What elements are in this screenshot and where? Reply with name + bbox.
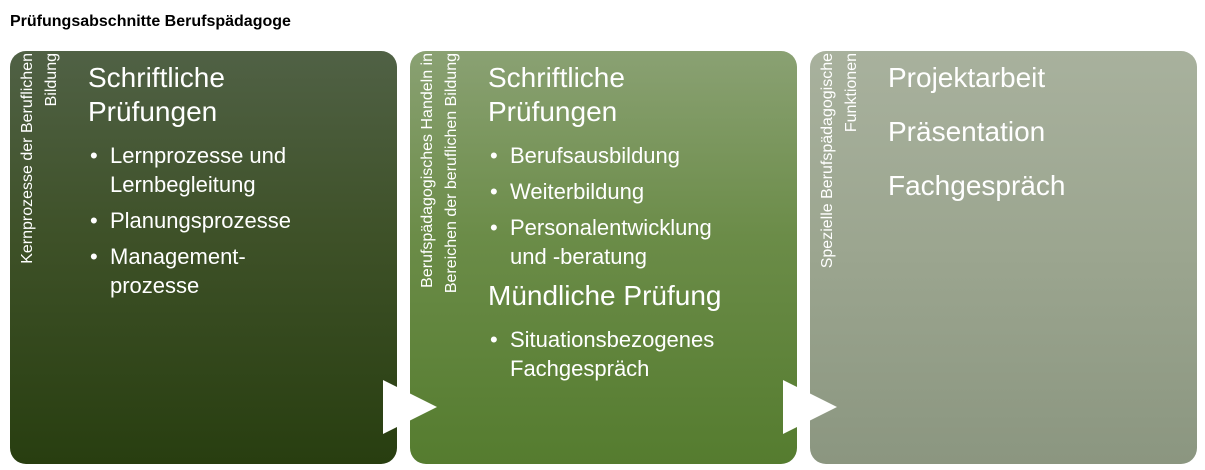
bullet-list: • Situationsbezogenes Fachgespräch: [488, 325, 787, 383]
side-label-container: Berufspädagogisches Handeln in Bereichen…: [416, 53, 478, 333]
list-item-label: Planungsprozesse: [110, 208, 292, 233]
stage-box-berufspaedagogisches-handeln: Berufspädagogisches Handeln in Bereichen…: [410, 51, 797, 464]
stage-box-kernprozesse: Kernprozesse der Beruflichen Bildung Sch…: [10, 51, 397, 464]
side-label-container: Spezielle Berufspädagogische Funktionen: [816, 53, 878, 333]
bullet-icon: •: [490, 327, 498, 352]
list-item: • Management- prozesse: [88, 242, 387, 300]
section-heading: Mündliche Prüfung: [488, 280, 722, 311]
bullet-icon: •: [490, 179, 498, 204]
list-item-label: Berufsausbildung: [510, 143, 681, 168]
box-content: Schriftliche Prüfungen • Lernprozesse und…: [88, 61, 387, 307]
arrow-right-icon: [783, 380, 837, 434]
section-heading: Schriftliche Prüfungen: [88, 62, 225, 127]
list-item-label: Situationsbezogenes Fachgespräch: [510, 327, 715, 381]
list-item: • Lernprozesse und Lernbegleitung: [88, 141, 387, 199]
list-item: • Weiterbildung: [488, 177, 787, 206]
bullet-icon: •: [490, 143, 498, 168]
list-item: • Personalentwicklung und -beratung: [488, 213, 787, 271]
list-item: • Berufsausbildung: [488, 141, 787, 170]
side-label-container: Kernprozesse der Beruflichen Bildung: [16, 53, 78, 333]
arrow-right-icon: [383, 380, 437, 434]
box-content: Projektarbeit Präsentation Fachgespräch: [888, 61, 1187, 223]
bullet-icon: •: [90, 244, 98, 269]
list-item: • Situationsbezogenes Fachgespräch: [488, 325, 787, 383]
bullet-list: • Berufsausbildung • Weiterbildung • Person…: [488, 141, 787, 271]
plain-item: Projektarbeit: [888, 62, 1046, 93]
list-item-label: Personalentwicklung und -beratung: [510, 215, 712, 269]
plain-item: Fachgespräch: [888, 170, 1066, 201]
list-item: • Planungsprozesse: [88, 206, 387, 235]
list-item-label: Management- prozesse: [110, 244, 246, 298]
box-content: Schriftliche Prüfungen • Berufsausbildung…: [488, 61, 787, 390]
bullet-icon: •: [90, 208, 98, 233]
side-label: Spezielle Berufspädagogische Funktionen: [819, 53, 860, 269]
page-title: Prüfungsabschnitte Berufspädagoge: [10, 13, 291, 30]
bullet-list: • Lernprozesse und Lernbegleitung • Planun…: [88, 141, 387, 300]
side-label: Kernprozesse der Beruflichen Bildung: [19, 53, 60, 264]
side-label: Berufspädagogisches Handeln in Bereichen…: [419, 53, 460, 294]
list-item-label: Lernprozesse und Lernbegleitung: [110, 143, 287, 197]
stage-box-spezielle-funktionen: Spezielle Berufspädagogische Funktionen …: [810, 51, 1197, 464]
bullet-icon: •: [90, 143, 98, 168]
list-item-label: Weiterbildung: [510, 179, 645, 204]
plain-item: Präsentation: [888, 116, 1046, 147]
section-heading: Schriftliche Prüfungen: [488, 62, 625, 127]
bullet-icon: •: [490, 215, 498, 240]
